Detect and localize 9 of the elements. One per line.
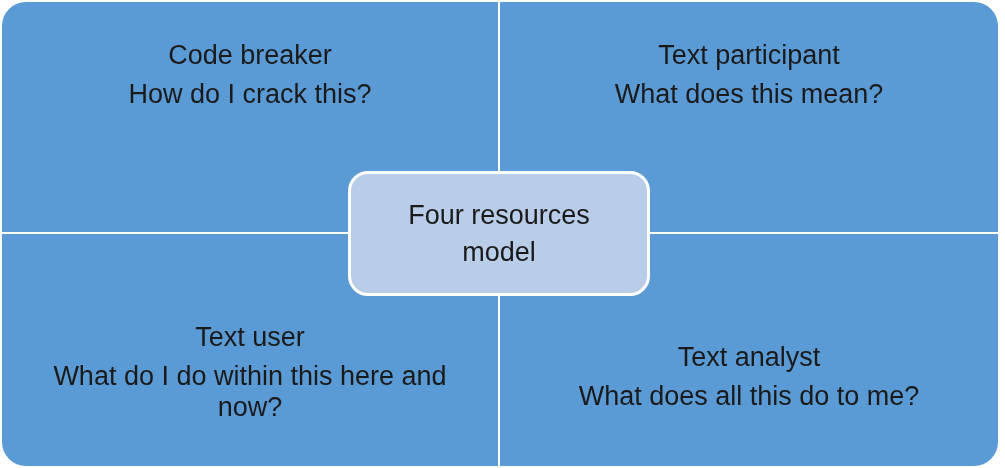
quadrant-heading: Code breaker	[168, 40, 332, 71]
question-text: What does this mean?	[614, 79, 884, 110]
question-text: How do I crack this?	[128, 79, 372, 110]
quadrant-heading: Text participant	[658, 40, 840, 71]
quadrant-heading: Text user	[195, 322, 305, 353]
quadrant-heading: Text analyst	[677, 342, 821, 373]
question-text: What do I do within this here and now?	[52, 361, 448, 423]
question-text: What does all this do to me?	[578, 381, 920, 412]
center-box: Four resources model	[348, 171, 650, 296]
